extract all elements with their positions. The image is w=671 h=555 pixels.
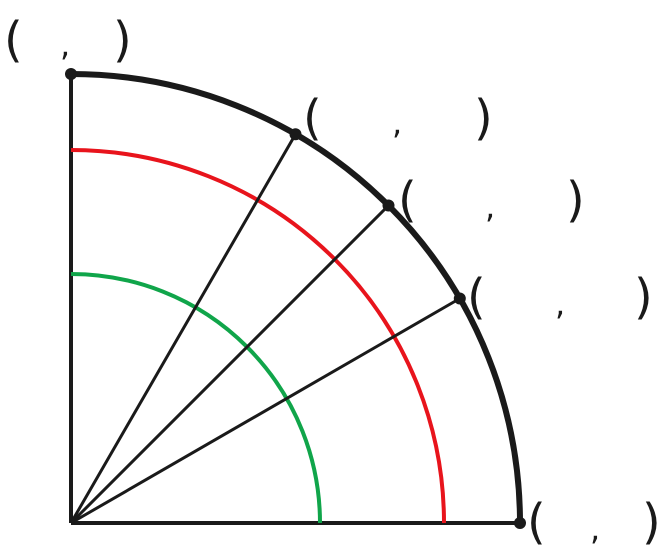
label-close-paren: ) xyxy=(566,172,585,228)
coord-label-60-deg: ( , ) xyxy=(303,90,493,146)
label-close-paren: ) xyxy=(642,494,661,550)
label-comma: , xyxy=(555,285,565,323)
ray-60-deg xyxy=(69,133,297,524)
point-0-deg xyxy=(514,517,526,529)
label-open-paren: ( xyxy=(4,12,23,68)
label-open-paren: ( xyxy=(467,269,486,325)
label-open-paren: ( xyxy=(398,172,417,228)
point-30-deg xyxy=(453,292,466,305)
label-comma: , xyxy=(392,104,402,142)
label-close-paren: ) xyxy=(474,90,493,146)
ray-45-deg xyxy=(69,204,390,525)
label-comma: , xyxy=(590,510,600,548)
coord-label-30-deg: ( , ) xyxy=(467,269,653,325)
label-comma: , xyxy=(60,26,70,64)
label-comma: , xyxy=(485,188,495,226)
coord-label-90-deg: ( , ) xyxy=(4,12,132,68)
label-close-paren: ) xyxy=(634,269,653,325)
ray-30-deg xyxy=(70,297,461,525)
point-45-deg xyxy=(382,199,395,212)
label-close-paren: ) xyxy=(113,12,132,68)
point-60-deg xyxy=(289,128,302,141)
coord-label-45-deg: ( , ) xyxy=(398,172,585,228)
point-90-deg xyxy=(65,68,77,80)
label-open-paren: ( xyxy=(527,494,546,550)
label-open-paren: ( xyxy=(303,90,322,146)
coord-label-0-deg: ( , ) xyxy=(527,494,661,550)
